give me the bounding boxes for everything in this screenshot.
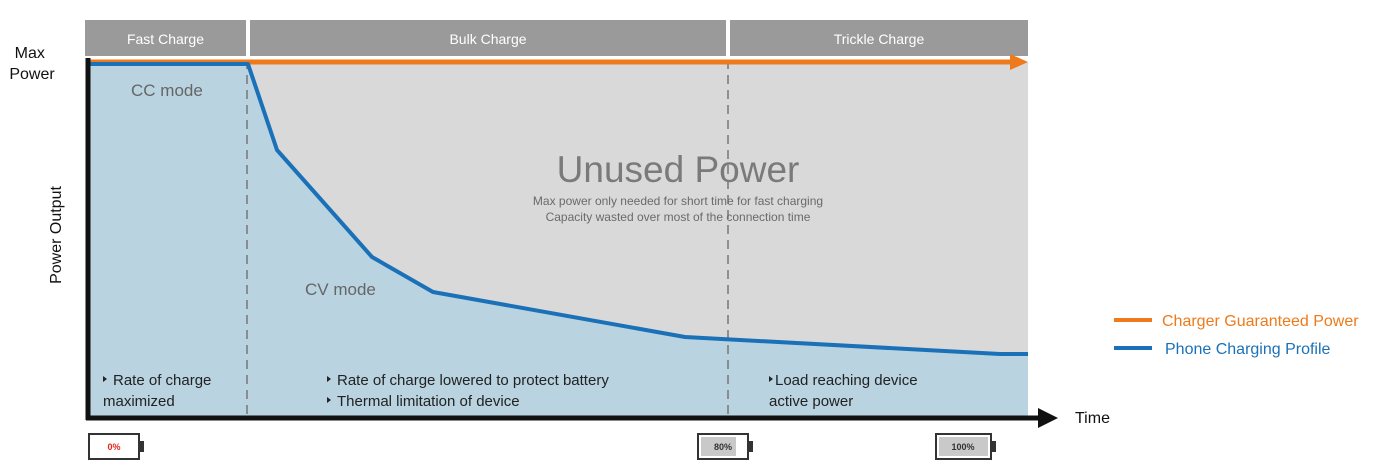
note-fast-line1: Rate of charge [113, 372, 211, 389]
phase-header-bulk [250, 20, 726, 56]
cv-mode-label: CV mode [305, 280, 376, 299]
phase-label-fast: Fast Charge [127, 31, 204, 47]
note-bulk-line2: Thermal limitation of device [337, 393, 520, 410]
battery-100-fill [939, 437, 988, 456]
note-trickle-line2: active power [769, 393, 853, 410]
phase-label-trickle: Trickle Charge [834, 31, 925, 47]
note-bulk-bullet-icon-1 [327, 376, 331, 382]
y-axis-max-line2: Power [9, 66, 55, 83]
phase-header-trickle [730, 20, 1028, 56]
note-bulk-charge: Rate of charge lowered to protect batter… [327, 372, 609, 410]
charger-power-arrowhead [1010, 54, 1028, 70]
y-axis-max-label: Max Power [9, 45, 55, 83]
note-fast-charge: Rate of charge maximized [103, 372, 211, 410]
unused-power-title: Unused Power [557, 149, 800, 190]
cc-mode-label: CC mode [131, 81, 203, 100]
note-trickle-charge: Load reaching device active power [769, 372, 918, 410]
note-trickle-line1: Load reaching device [775, 372, 918, 389]
unused-power-caption-1: Max power only needed for short time for… [533, 194, 823, 208]
battery-80-label: 80% [714, 442, 732, 452]
battery-80-icon: 80% [697, 433, 753, 460]
x-axis-title: Time [1075, 410, 1110, 427]
used-power-area [88, 62, 1028, 418]
note-bulk-bullet-icon-2 [327, 397, 331, 403]
x-axis-arrowhead [1038, 408, 1058, 428]
battery-0-icon: 0% [88, 433, 144, 460]
unused-power-caption-2: Capacity wasted over most of the connect… [546, 210, 811, 224]
phase-header-fast [85, 20, 246, 56]
note-trickle-bullet-icon [769, 376, 773, 382]
legend: Charger Guaranteed Power Phone Charging … [1114, 313, 1359, 358]
y-axis-max-line1: Max [15, 45, 45, 62]
phase-label-bulk: Bulk Charge [449, 31, 526, 47]
legend-profile-label: Phone Charging Profile [1165, 341, 1331, 358]
legend-charger-label: Charger Guaranteed Power [1162, 313, 1359, 330]
battery-100-icon: 100% [935, 433, 996, 460]
battery-100-label: 100% [951, 442, 974, 452]
battery-80-fill [701, 437, 736, 456]
battery-0-label: 0% [107, 442, 120, 452]
note-bulk-line1: Rate of charge lowered to protect batter… [337, 372, 609, 389]
note-fast-line2: maximized [103, 393, 175, 410]
note-fast-bullet-icon [103, 376, 107, 382]
y-axis-title: Power Output [48, 186, 65, 284]
phone-charging-profile-line [90, 62, 1028, 356]
